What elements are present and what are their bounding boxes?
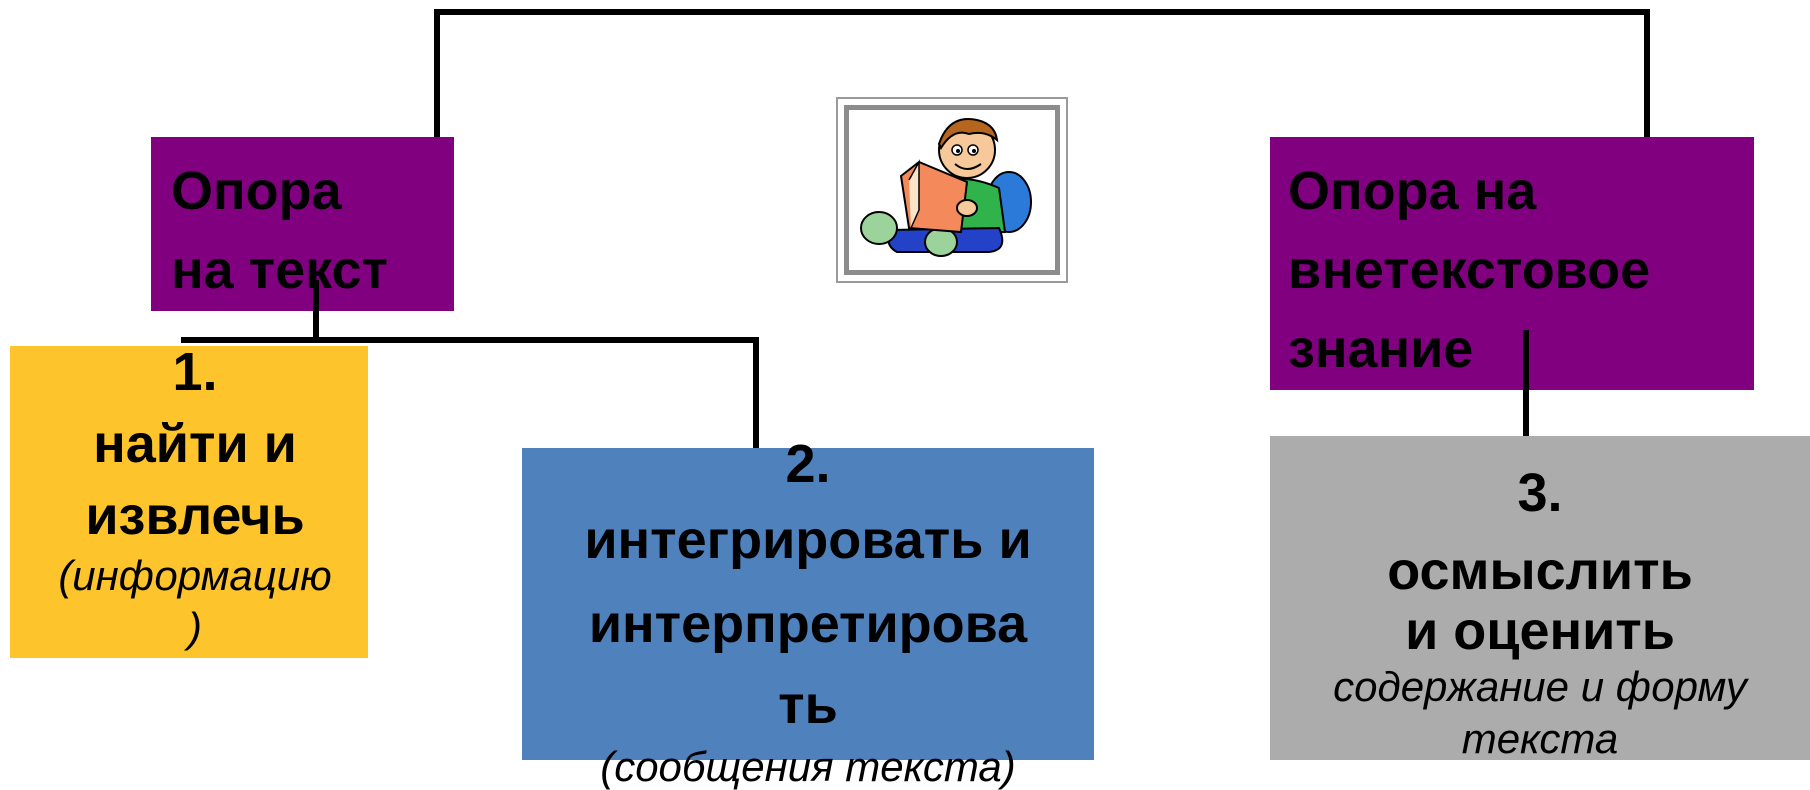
text-support-label: Опора на текст xyxy=(171,161,388,300)
skill-1-note-line-1: (информацию xyxy=(58,552,332,599)
text-support-down-connector xyxy=(313,280,319,340)
left-vertical-connector xyxy=(434,9,440,137)
skill-2-number: 2. xyxy=(785,434,831,494)
skill-3-box xyxy=(1270,436,1810,760)
boy-reading-book-icon xyxy=(860,118,1032,257)
right-vertical-connector xyxy=(1644,9,1650,137)
extra-text-support-box: Опора на внетекстовое знание xyxy=(1270,137,1754,390)
skill-3-note-line-2: текста xyxy=(1461,715,1619,762)
top-connector-line xyxy=(434,9,1650,15)
text-support-box: Опора на текст xyxy=(151,137,454,311)
skill-1-number: 1. xyxy=(172,342,218,402)
boy-reading-picture xyxy=(836,97,1068,283)
skill-2-vertical-connector xyxy=(753,337,759,449)
skill-3-note-line-1: содержание и форму xyxy=(1333,663,1747,710)
skill-1-text: 1. найти и извлечь (информацию ) xyxy=(0,336,390,654)
skill-3-number: 3. xyxy=(1517,463,1563,523)
skill-2-text: 2. интегрировать и интерпретирова ть (со… xyxy=(522,430,1094,790)
skills-horizontal-connector xyxy=(181,337,759,343)
skill-2-box xyxy=(522,448,1094,760)
skill-1-box xyxy=(10,346,368,658)
extra-text-support-label: Опора на внетекстовое знание xyxy=(1288,161,1651,379)
skill-1-note-line-2: ) xyxy=(188,604,202,651)
skill-3-vertical-connector xyxy=(1523,330,1529,470)
skill-3-text: 3. осмыслить и оценить содержание и форм… xyxy=(1270,455,1810,765)
skill-2-note: (сообщения текста) xyxy=(600,743,1016,790)
